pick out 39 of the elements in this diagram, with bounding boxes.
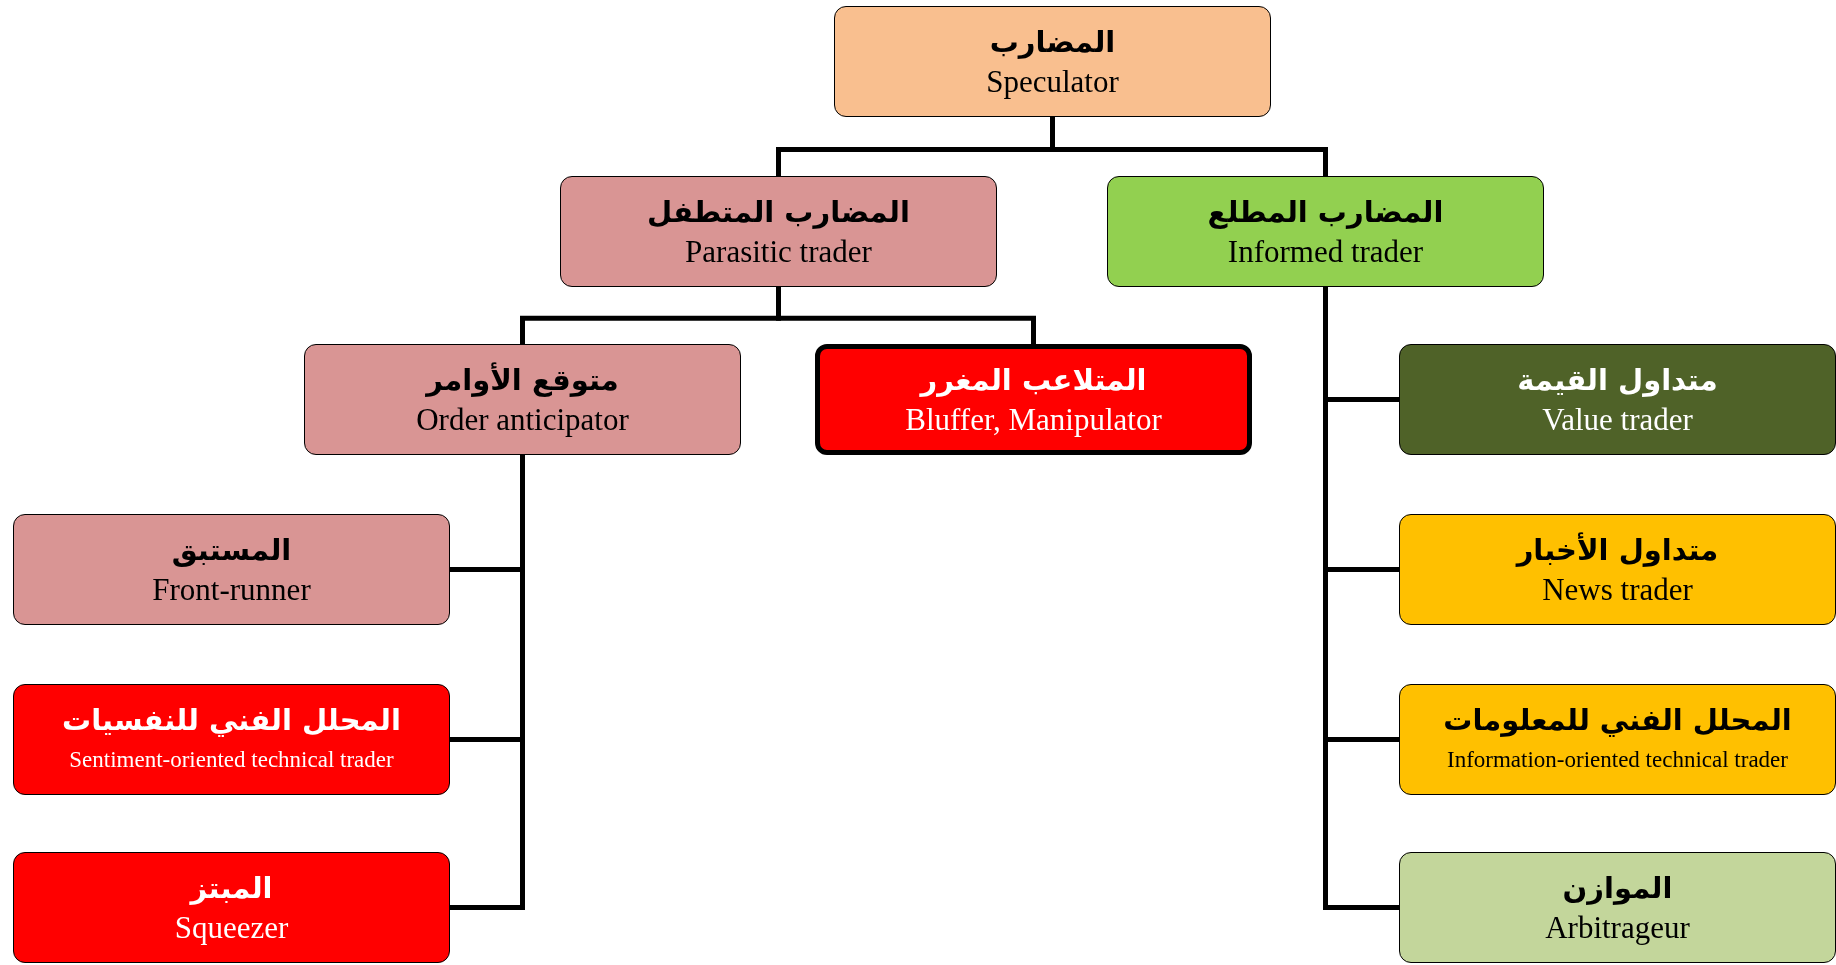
arabic-heading: المبتز bbox=[190, 869, 273, 907]
english-label: Information-oriented technical trader bbox=[1447, 745, 1788, 774]
connector-line bbox=[776, 287, 1036, 344]
arabic-heading: الموازن bbox=[1562, 869, 1673, 907]
english-label: Arbitrageur bbox=[1545, 908, 1690, 947]
trader-box bbox=[815, 344, 1252, 455]
english-label: Bluffer, Manipulator bbox=[905, 400, 1162, 439]
arabic-heading: المحلل الفني للمعلومات bbox=[1443, 701, 1792, 739]
english-label: Parasitic trader bbox=[685, 232, 872, 271]
trader-box bbox=[834, 6, 1271, 117]
connector-line bbox=[450, 455, 525, 910]
english-label: Sentiment-oriented technical trader bbox=[69, 745, 394, 774]
english-label: Informed trader bbox=[1227, 232, 1424, 271]
english-label: Squeezer bbox=[174, 908, 289, 947]
trader-box bbox=[1399, 514, 1836, 625]
trader-box bbox=[1399, 852, 1836, 963]
trader-box bbox=[1399, 344, 1836, 455]
english-label: Value trader bbox=[1542, 400, 1693, 439]
arabic-heading: المحلل الفني للنفسيات bbox=[62, 701, 401, 739]
trader-box bbox=[13, 852, 450, 963]
connector-line bbox=[1050, 117, 1328, 176]
trader-box bbox=[560, 176, 997, 287]
english-label: Speculator bbox=[986, 62, 1119, 101]
arabic-heading: المتلاعب المغرر bbox=[920, 361, 1147, 399]
arabic-heading: متوقع الأوامر bbox=[426, 361, 619, 399]
trader-box bbox=[13, 684, 450, 795]
trader-box bbox=[13, 514, 450, 625]
trader-box bbox=[304, 344, 741, 455]
english-label: News trader bbox=[1542, 570, 1693, 609]
arabic-heading: المضارب bbox=[989, 23, 1116, 61]
trader-box bbox=[1399, 684, 1836, 795]
english-label: Order anticipator bbox=[416, 400, 629, 439]
arabic-heading: المضارب المتطفل bbox=[647, 193, 910, 231]
arabic-heading: متداول القيمة bbox=[1517, 361, 1718, 399]
arabic-heading: المستبق bbox=[171, 531, 292, 569]
english-label: Front-runner bbox=[152, 570, 311, 609]
trader-box bbox=[1107, 176, 1544, 287]
arabic-heading: متداول الأخبار bbox=[1516, 531, 1719, 569]
arabic-heading: المضارب المطلع bbox=[1207, 193, 1444, 231]
